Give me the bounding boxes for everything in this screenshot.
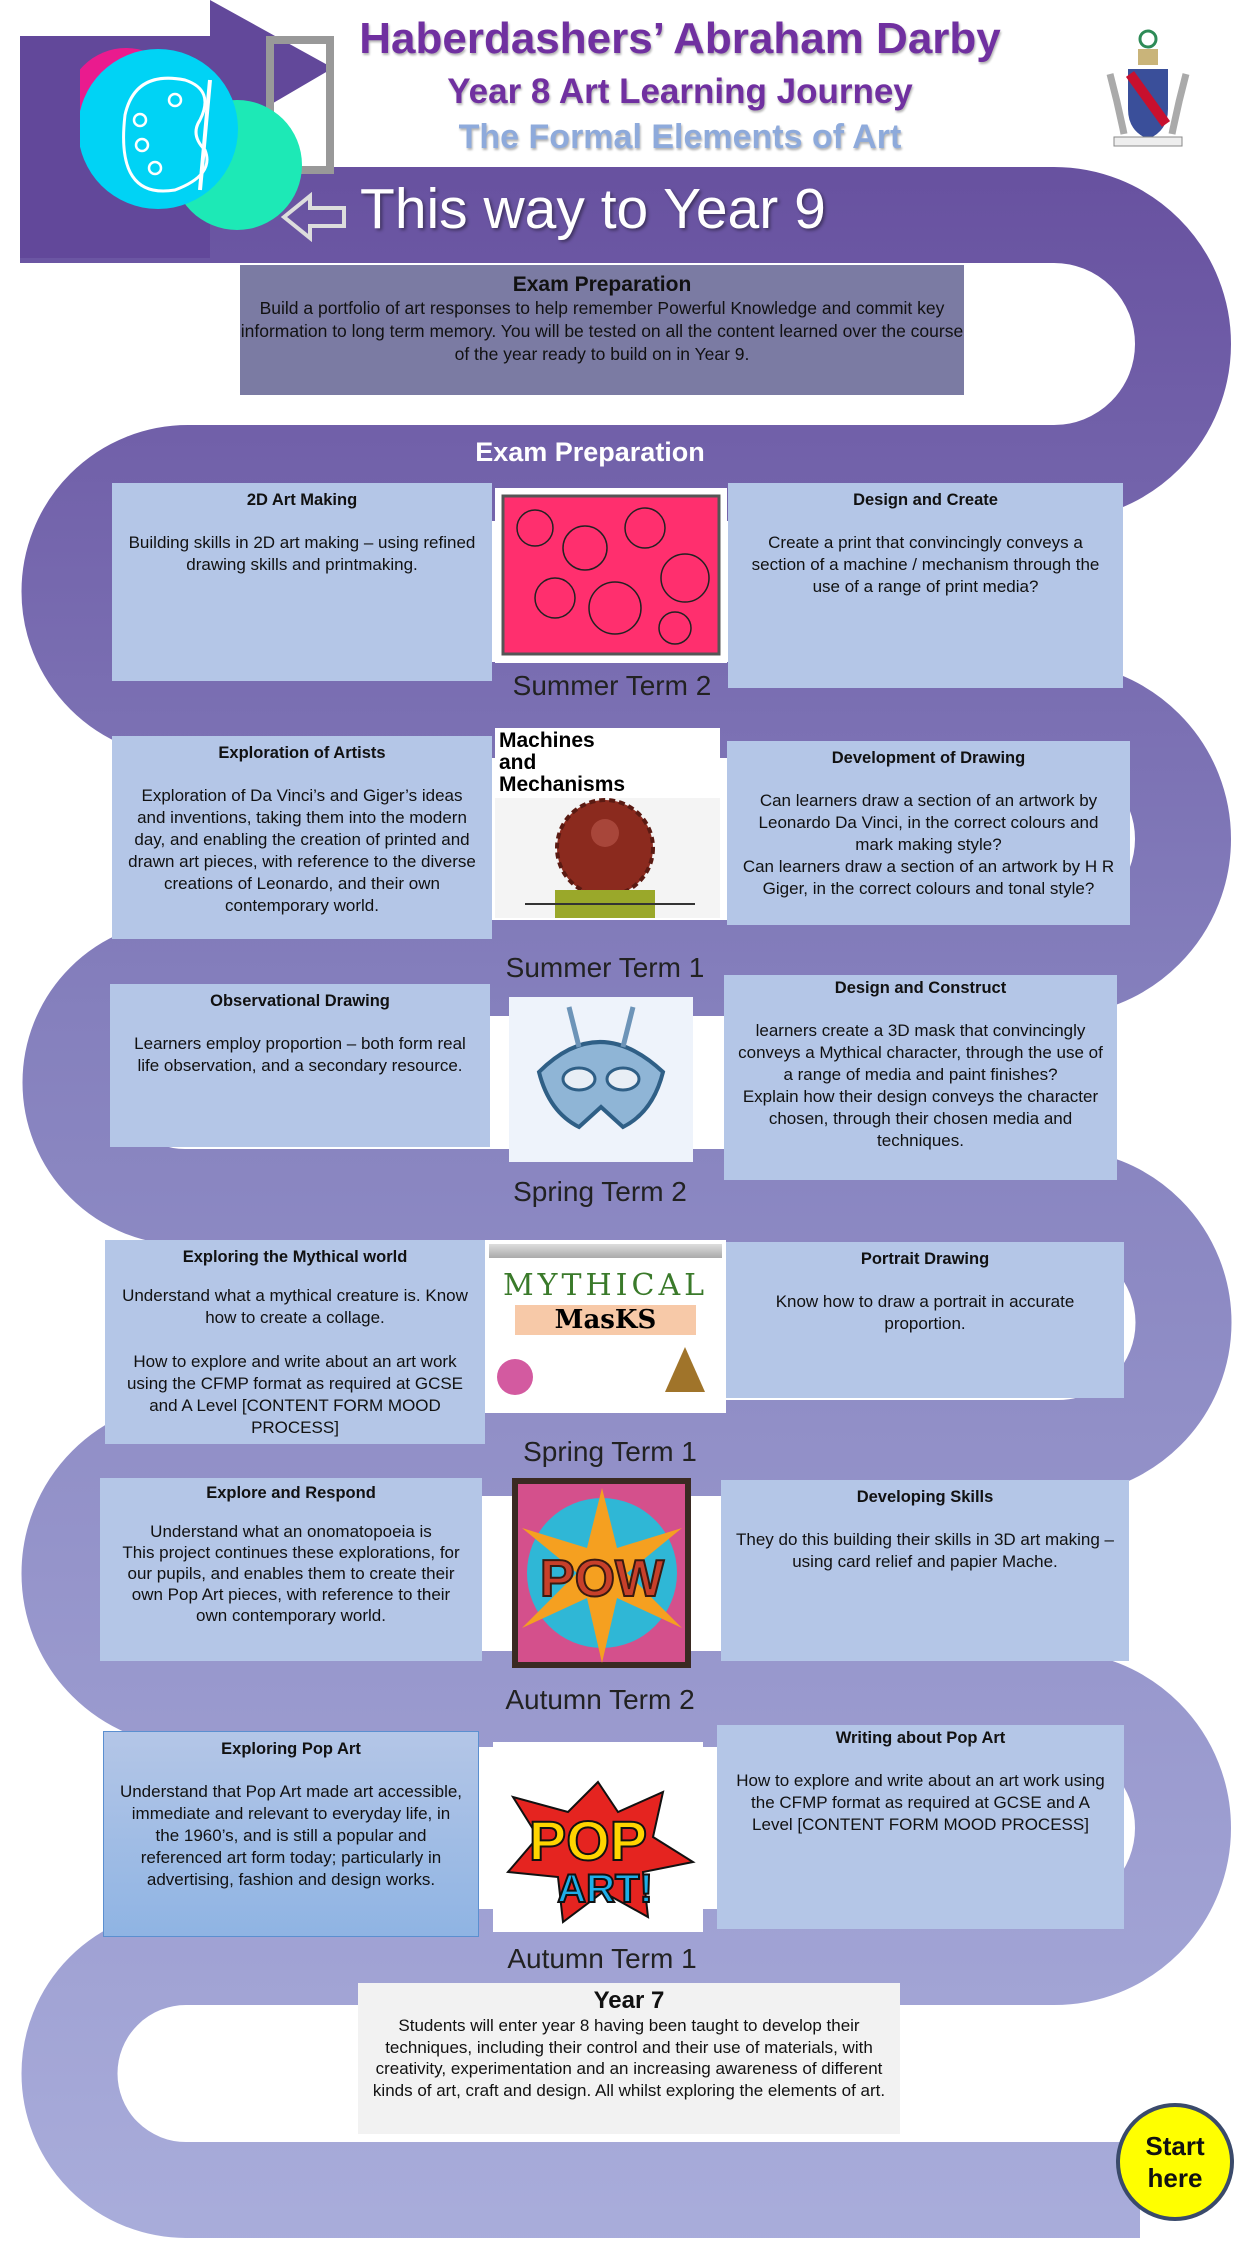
exam-box-body: Build a portfolio of art responses to he… [240, 298, 964, 364]
start-label: Start [1145, 2131, 1205, 2161]
card-2d-art-making: 2D Art Making Building skills in 2D art … [112, 483, 492, 681]
card-body: How to explore and write about an art wo… [736, 1771, 1105, 1834]
card-observational-drawing: Observational Drawing Learners employ pr… [110, 984, 490, 1147]
card-title: Exploring the Mythical world [182, 1248, 408, 1266]
start-here-button[interactable]: Start here [1116, 2103, 1234, 2221]
card-writing-about-pop-art: Writing about Pop Art How to explore and… [717, 1725, 1124, 1929]
card-body: Create a print that convincingly conveys… [751, 533, 1100, 596]
next-year-link[interactable]: This way to Year 9 [360, 177, 826, 241]
card-exploration-of-artists: Exploration of Artists Exploration of Da… [112, 736, 492, 939]
exam-box-title: Exam Preparation [512, 273, 692, 296]
card-title: 2D Art Making [246, 491, 358, 509]
card-developing-skills: Developing Skills They do this building … [721, 1480, 1129, 1661]
card-title: Explore and Respond [206, 1484, 376, 1502]
palette-icon [80, 36, 334, 230]
card-body: Learners employ proportion – both form r… [134, 1034, 466, 1075]
card-title: Writing about Pop Art [835, 1729, 1006, 1747]
card-title: Design and Create [853, 491, 998, 509]
year7-body: Students will enter year 8 having been t… [372, 2016, 886, 2100]
term-label: Summer Term 1 [505, 952, 705, 983]
card-development-of-drawing: Development of Drawing Can learners draw… [727, 741, 1130, 925]
print-artwork-image [495, 488, 727, 663]
card-title: Exploring Pop Art [221, 1740, 361, 1758]
card-body: Can learners draw a section of an artwor… [742, 791, 1115, 898]
image-caption: POW [540, 1550, 665, 1608]
term-label: Autumn Term 2 [505, 1684, 695, 1715]
card-design-and-construct: Design and Construct learners create a 3… [724, 975, 1117, 1180]
card-body: They do this building their skills in 3D… [736, 1530, 1114, 1571]
page-subtitle: Year 8 Art Learning Journey [447, 72, 913, 111]
card-title: Portrait Drawing [860, 1250, 990, 1268]
pow-artwork-image: POW [512, 1478, 691, 1668]
card-title: Observational Drawing [210, 992, 390, 1010]
card-title: Exploration of Artists [218, 744, 386, 762]
card-title: Developing Skills [856, 1488, 994, 1506]
pop-art-image: POP ART! [493, 1742, 703, 1932]
mythical-masks-image: MYTHICAL MasKS [485, 1240, 726, 1413]
card-body: Understand that Pop Art made art accessi… [119, 1782, 463, 1889]
card-title: Design and Construct [834, 979, 1007, 997]
exam-preparation-box: Exam Preparation Build a portfolio of ar… [240, 265, 964, 395]
card-body: Understand what an onomatopoeia is This … [122, 1522, 460, 1625]
image-caption: POP [529, 1809, 647, 1872]
card-body: Understand what a mythical creature is. … [122, 1286, 468, 1437]
image-caption: MasKS [515, 1305, 696, 1335]
image-caption: MYTHICAL [502, 1268, 709, 1303]
exam-preparation-heading: Exam Preparation [475, 437, 705, 467]
term-label: Spring Term 2 [513, 1176, 687, 1207]
card-design-and-create: Design and Create Create a print that co… [728, 483, 1123, 688]
mask-image [509, 997, 693, 1162]
image-caption: Machines and Mechanisms [499, 729, 626, 796]
here-label: here [1147, 2163, 1203, 2193]
school-crest-logo [1106, 29, 1190, 147]
term-label: Summer Term 2 [512, 670, 712, 701]
year7-title: Year 7 [593, 1987, 665, 2014]
card-body: Exploration of Da Vinci’s and Giger’s id… [128, 786, 476, 915]
card-exploring-pop-art: Exploring Pop Art Understand that Pop Ar… [103, 1731, 479, 1937]
card-body: Know how to draw a portrait in accurate … [775, 1292, 1075, 1333]
term-label: Spring Term 1 [523, 1436, 697, 1467]
term-label: Autumn Term 1 [507, 1943, 697, 1974]
card-exploring-the-mythical-world: Exploring the Mythical world Understand … [105, 1240, 485, 1444]
school-name: Haberdashers’ Abraham Darby [359, 14, 1001, 63]
card-body: Building skills in 2D art making – using… [128, 533, 476, 574]
year7-box: Year 7 Students will enter year 8 having… [358, 1983, 900, 2134]
machines-image: Machines and Mechanisms [495, 728, 720, 918]
left-arrow-icon [280, 192, 346, 242]
card-body: learners create a 3D mask that convincin… [738, 1021, 1103, 1150]
card-explore-and-respond: Explore and Respond Understand what an o… [100, 1478, 482, 1661]
theme-title: The Formal Elements of Art [458, 118, 902, 156]
card-title: Development of Drawing [831, 749, 1026, 767]
card-portrait-drawing: Portrait Drawing Know how to draw a port… [726, 1242, 1124, 1398]
image-caption: ART! [557, 1867, 653, 1911]
